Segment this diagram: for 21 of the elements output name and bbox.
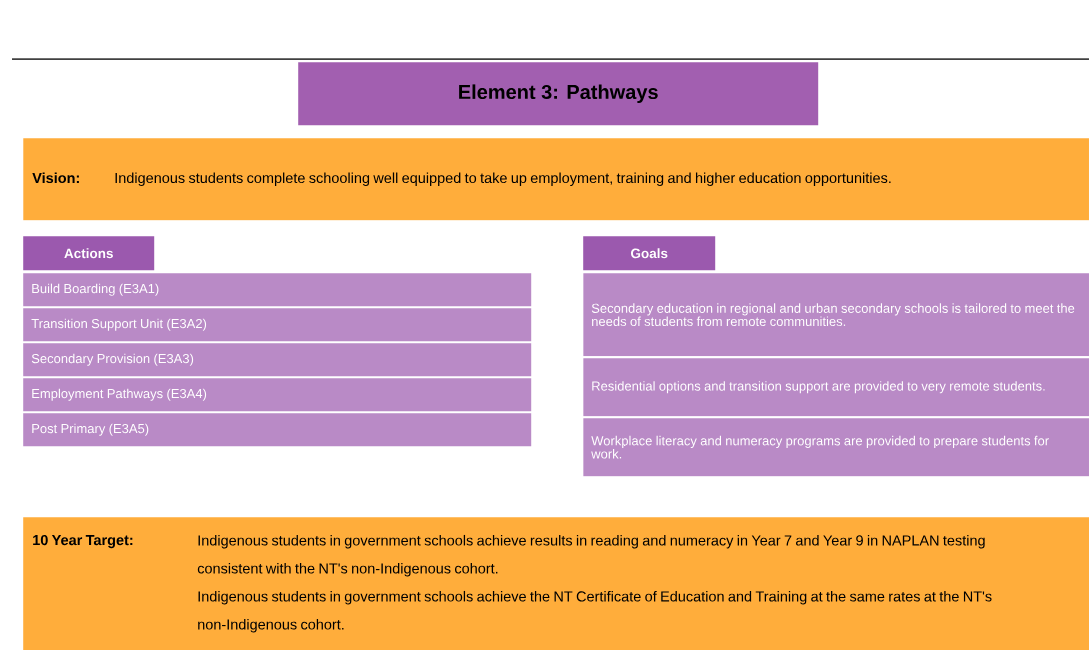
list-row: Secondary education in regional and urban secondary schools is tailored to meet the needs of students from remote communities. (583, 273, 1089, 357)
node-label: Transition Support Unit (E3A2) (31, 318, 207, 331)
list-row: Build Boarding (E3A1) (23, 273, 532, 307)
list-row: Residential options and transition support are provided to very remote students. (583, 358, 1089, 417)
node-label: Secondary Provision (E3A3) (31, 353, 194, 366)
title-box: Element 3: Pathways (298, 62, 819, 126)
node-label: Post Primary (E3A5) (32, 423, 149, 436)
section-header: Goals (583, 236, 716, 271)
node-label: Build Boarding (E3A1) (32, 283, 159, 296)
section-header: Actions (23, 236, 155, 271)
list-row: Workplace literacy and numeracy programs are provided to prepare students for work. (583, 418, 1089, 477)
node-label: Workplace literacy and numeracy programs are provided to prepare students for work. (591, 435, 1049, 459)
list-row: Secondary Provision (E3A3) (23, 343, 532, 377)
statement-band: Vision: Indigenous students complete schooling well equipped to take up employment, training and higher education opportunities. (23, 138, 1089, 221)
node-label: Residential options and transition support are provided to very remote students. (592, 381, 1045, 394)
node-label: Secondary education in regional and urban secondary schools is tailored to meet the needs of students from remote communities. (591, 303, 1075, 327)
statement-band: 10 Year Target: Indigenous students in government schools achieve results in reading and numeracy in Year 7 and Year 9 in NAPLAN testing consistent with the NT's non-Indigenous cohort. Indigenous students in government schools achieve the NT Certificate of Education and Training at the same rates at the NT's non-Indigenous cohort. (23, 517, 1089, 650)
list-row: Post Primary (E3A5) (23, 413, 532, 447)
list-row: Employment Pathways (E3A4) (23, 378, 532, 412)
node-label: Employment Pathways (E3A4) (32, 388, 207, 401)
list-row: Transition Support Unit (E3A2) (23, 308, 532, 342)
